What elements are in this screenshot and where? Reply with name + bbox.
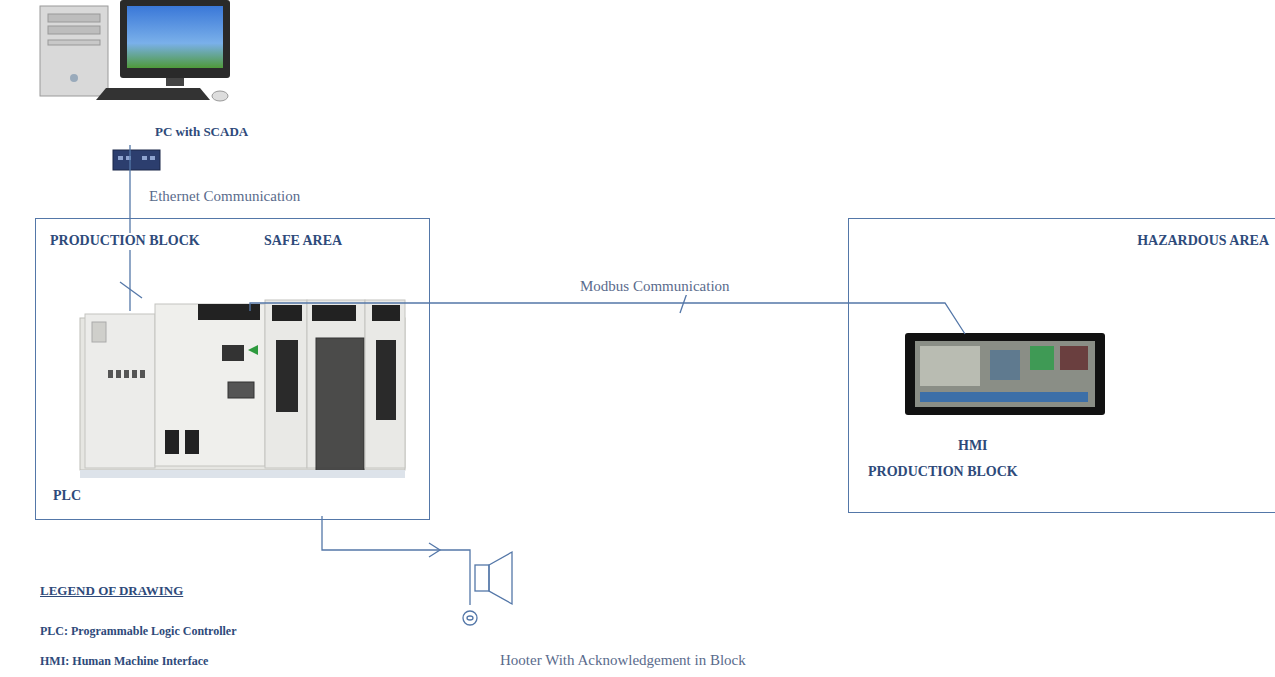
symbol-label: Hooter With Acknowledgement in Block xyxy=(498,651,748,669)
hooter-symbol xyxy=(440,550,512,625)
node-heading: PRODUCTION BLOCK xyxy=(866,464,1020,481)
connector-label: Modbus Communication xyxy=(578,277,732,295)
network-switch xyxy=(113,150,160,170)
node-heading: HAZARDOUS AREA xyxy=(1135,233,1271,250)
connector xyxy=(130,145,131,311)
plc-picture xyxy=(80,300,405,478)
area-box: HAZARDOUS AREA PRODUCTION BLOCK HMI xyxy=(848,218,1275,513)
area-box: PRODUCTION BLOCK SAFE AREA PLC xyxy=(35,218,430,520)
hmi-node: HMI xyxy=(906,334,1106,459)
connector-line xyxy=(322,516,440,550)
arrow-head xyxy=(429,543,440,557)
node-heading: PC with SCADA xyxy=(155,124,248,140)
node-heading: PRODUCTION BLOCK xyxy=(48,233,202,250)
legend-title: LEGEND OF DRAWING xyxy=(40,583,183,599)
hmi-picture xyxy=(905,333,1105,415)
node-heading: HMI xyxy=(956,438,990,455)
computer-node: PC with SCADA xyxy=(40,0,300,145)
connector-label: Ethernet Communication xyxy=(147,187,302,205)
connector-line xyxy=(129,145,130,311)
connector xyxy=(250,303,965,334)
connector xyxy=(322,516,440,557)
node-heading: SAFE AREA xyxy=(262,233,344,250)
node-heading: PLC xyxy=(51,488,83,505)
legend-entry: PLC: Programmable Logic Controller xyxy=(40,624,237,638)
plc-node: PLC xyxy=(46,311,411,516)
hooter-node: Hooter With Acknowledgement in Block xyxy=(440,525,860,675)
legend-entry: HMI: Human Machine Interface xyxy=(40,654,208,668)
computer-icon xyxy=(40,0,230,101)
connector-line xyxy=(250,303,965,334)
